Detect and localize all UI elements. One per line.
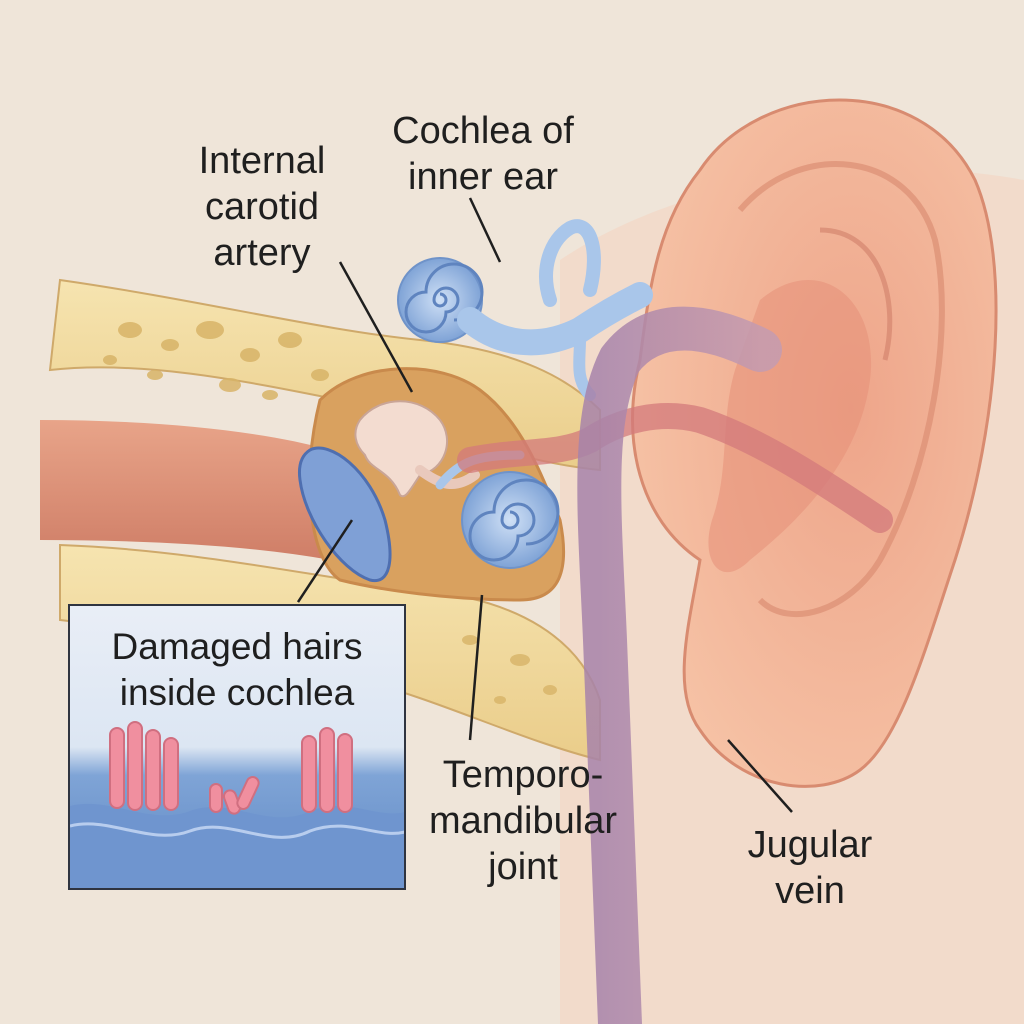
leader-lines xyxy=(296,197,793,813)
label-line: carotid xyxy=(204,186,320,228)
jugular-vein xyxy=(577,306,782,1024)
label-line: artery xyxy=(213,232,311,274)
carotid-artery xyxy=(457,403,893,533)
label-line: Cochlea of xyxy=(392,110,574,152)
label-line: mandibular xyxy=(429,800,617,842)
hair-cells-right xyxy=(301,727,353,813)
label-internal-carotid-artery: Internal carotid artery xyxy=(172,138,352,276)
hair-cells-damaged xyxy=(209,776,260,815)
ear-canal xyxy=(40,420,330,560)
bone-pores xyxy=(103,321,329,400)
inset-title: Damaged hairs inside cochlea xyxy=(70,624,404,716)
inset-membrane-line xyxy=(70,822,404,839)
inset-title-line: Damaged hairs xyxy=(111,626,363,667)
label-line: joint xyxy=(488,846,558,888)
label-line: Internal xyxy=(198,140,326,182)
antihelix xyxy=(819,227,893,361)
inset-title-line: inside cochlea xyxy=(119,672,355,713)
label-line: vein xyxy=(775,870,845,912)
inset-membrane xyxy=(70,803,404,888)
label-temporomandibular-joint: Temporo- mandibular joint xyxy=(408,752,638,890)
label-line: Temporo- xyxy=(442,754,604,796)
auricle-helix xyxy=(737,161,945,618)
stapes xyxy=(415,465,480,490)
label-line: Jugular xyxy=(747,824,873,866)
eardrum xyxy=(298,446,392,583)
inset-damaged-hairs: Damaged hairs inside cochlea xyxy=(68,604,406,890)
hair-cells-left xyxy=(109,721,179,811)
lower-bone-pores xyxy=(462,635,557,704)
inner-ear-labyrinth xyxy=(397,219,653,401)
label-jugular-vein: Jugular vein xyxy=(720,822,900,914)
cochlea-lower-spiral xyxy=(468,478,560,562)
label-line: inner ear xyxy=(408,156,558,198)
inset-illustration xyxy=(70,721,404,888)
label-cochlea-inner-ear: Cochlea of inner ear xyxy=(368,108,598,200)
